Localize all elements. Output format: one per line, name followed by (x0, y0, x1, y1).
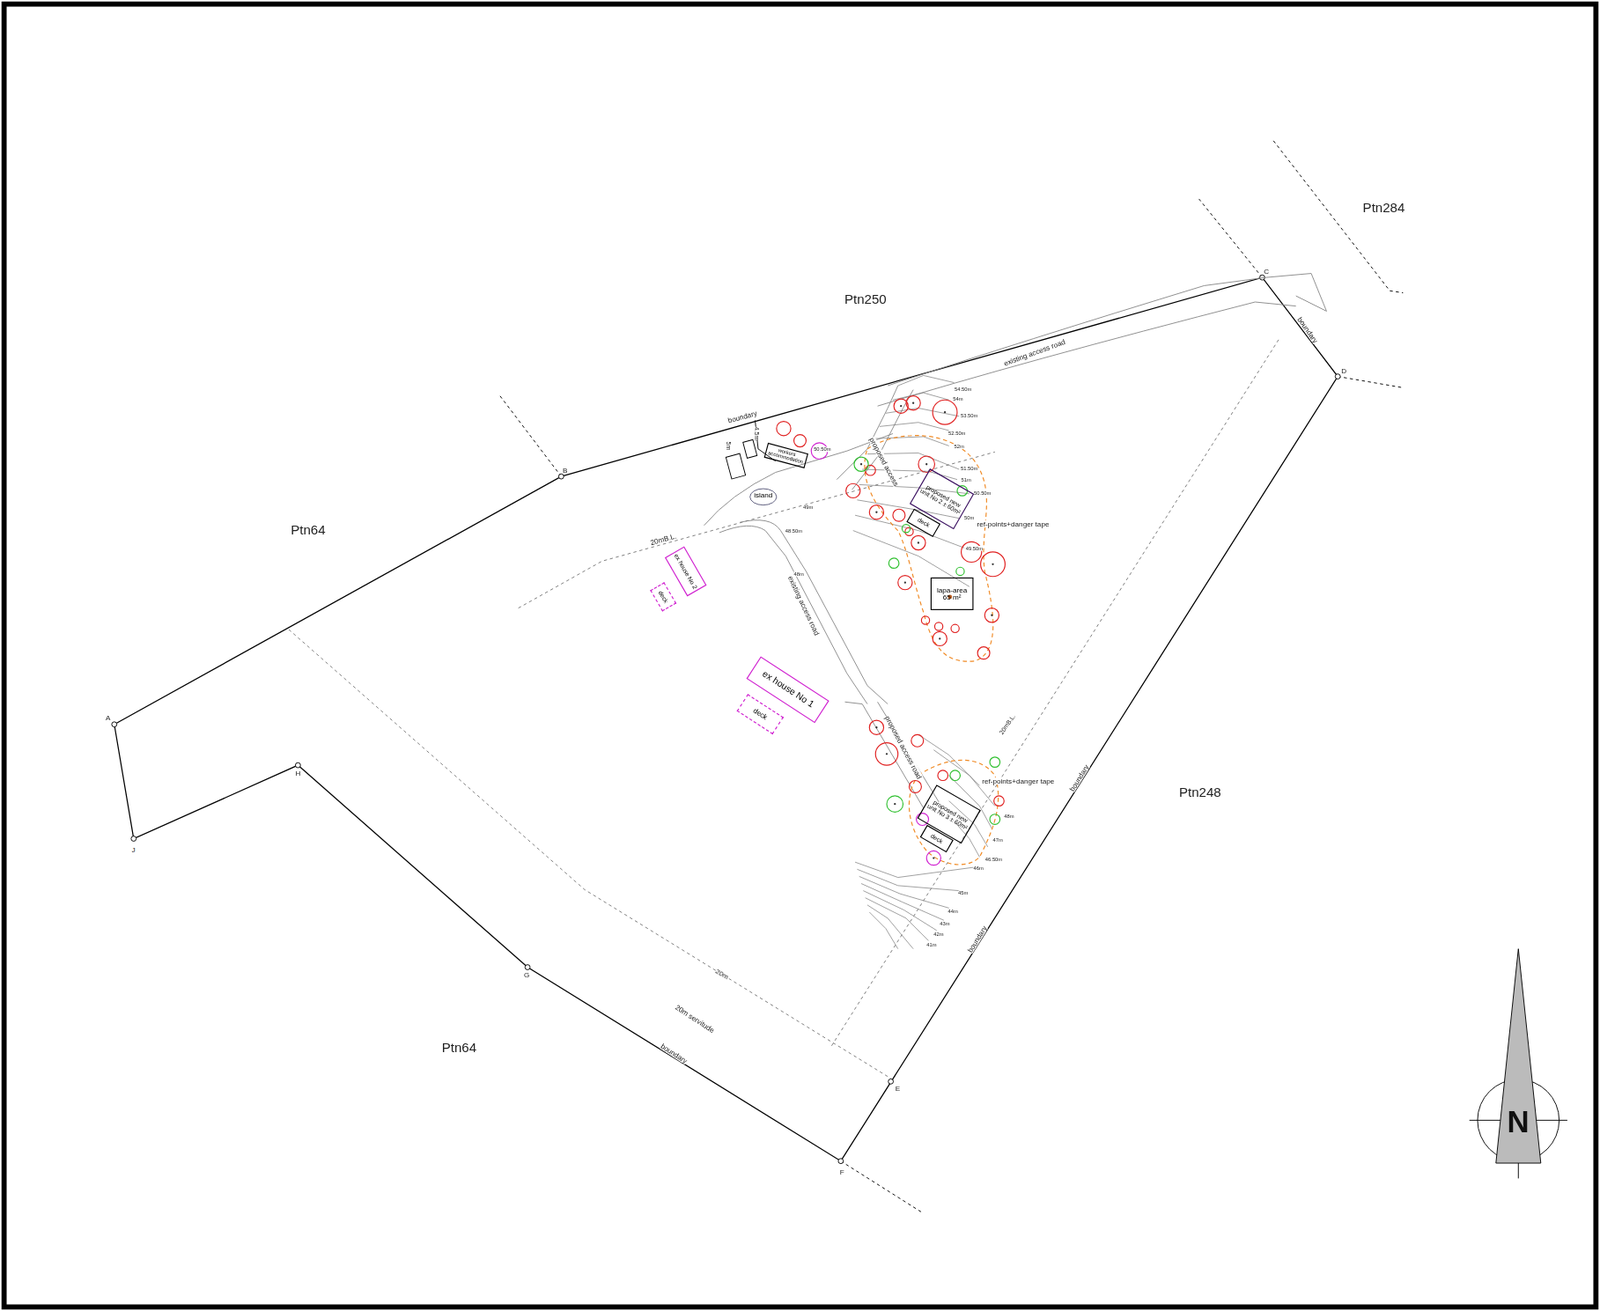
boundary-label: boundary (965, 924, 989, 954)
servitude-label: 20m servitude (674, 1002, 716, 1034)
contour-level: 45m (958, 890, 968, 896)
parcel-name: Ptn64 (290, 523, 325, 537)
contour-level: 46m (973, 865, 983, 871)
contour-level: 53.50m (960, 412, 978, 419)
contour-level: 50.50m (813, 446, 831, 452)
boundary-label: boundary (1068, 763, 1091, 793)
boundary-label: boundary (1296, 315, 1320, 344)
note: ref-points+danger tape (981, 776, 1055, 784)
node-text: deck (752, 707, 769, 722)
corner-letter: A (105, 714, 111, 722)
contour-level: 48m (794, 570, 804, 576)
node-text: workers accommodation (766, 444, 806, 465)
contour-level: 52m (953, 442, 964, 449)
contour-level: 51m (961, 477, 972, 483)
corner-letter: G (523, 971, 530, 979)
deck-outline: deck (649, 582, 677, 612)
contour-level: 52.50m (948, 429, 966, 436)
contour-level: 54.50m (954, 386, 972, 392)
building-line-label: 20mB.L. (649, 531, 678, 546)
corner-letter: J (131, 845, 135, 853)
corner-letter: H (294, 768, 301, 776)
contour-level: 48m (1003, 813, 1014, 819)
contour-level: 48.50m (785, 528, 803, 534)
node-text: deck (929, 833, 944, 846)
corner-letter: B (562, 465, 568, 473)
workers-building: workers accommodation (763, 442, 808, 468)
boundary-label: boundary (659, 1041, 689, 1064)
north-arrow-letter: N (1507, 1106, 1530, 1138)
corner-letter: F (840, 1167, 845, 1175)
node-text: ex house No 1 (759, 669, 815, 710)
contour-level: 51.50m (960, 465, 978, 472)
corner-letter: C (1263, 266, 1269, 274)
existing-house: ex house No 2 (664, 545, 708, 597)
parcel-name: Ptn248 (1179, 785, 1222, 799)
node-text: proposed new unit No 3 ± 60m² (925, 796, 973, 832)
contour-level: 49m (803, 504, 813, 510)
lapa-area: lapa-area 65 m² (930, 577, 974, 611)
node-text: island (753, 492, 773, 501)
contour-level: 50.50m (973, 490, 991, 496)
contour-level: 49.50m (965, 545, 983, 551)
road-label: proposed access (867, 435, 900, 487)
node-text: ex house No 2 (672, 552, 699, 590)
dimension: 5m (725, 442, 732, 451)
proposed-unit: proposed new unit No 3 ± 60m² (917, 784, 981, 844)
contour-level: 47m (993, 837, 1003, 843)
dimension: 4.5m (752, 427, 760, 441)
parcel-name: Ptn284 (1363, 200, 1406, 214)
dimension: 20m (714, 966, 730, 981)
contour-level: 54m (952, 396, 963, 402)
deck-outline: deck (737, 693, 784, 735)
contour-level: 43m (939, 921, 950, 927)
corner-letter: D (1341, 367, 1347, 375)
island: island (747, 488, 779, 503)
contour-level: 44m (948, 908, 959, 915)
contour-level: 50m (964, 515, 974, 521)
corner-letter: E (895, 1083, 900, 1092)
node-text: proposed new unit No 2 ± 60m² (918, 481, 966, 517)
building-line-label: 20mB.L. (998, 713, 1018, 736)
parcel-name: Ptn250 (844, 292, 887, 306)
node-text: lapa-area 65 m² (932, 586, 972, 602)
parcel-name: Ptn64 (442, 1039, 477, 1054)
road-label: existing access road (786, 574, 820, 636)
contour-level: 41m (926, 942, 937, 948)
boundary-label: boundary (726, 408, 758, 424)
note: ref-points+danger tape (977, 519, 1050, 527)
node-text: deck (656, 589, 670, 605)
contour-level: 42m (933, 930, 944, 937)
contour-level: 46.50m (985, 856, 1003, 863)
node-text: deck (916, 516, 931, 529)
